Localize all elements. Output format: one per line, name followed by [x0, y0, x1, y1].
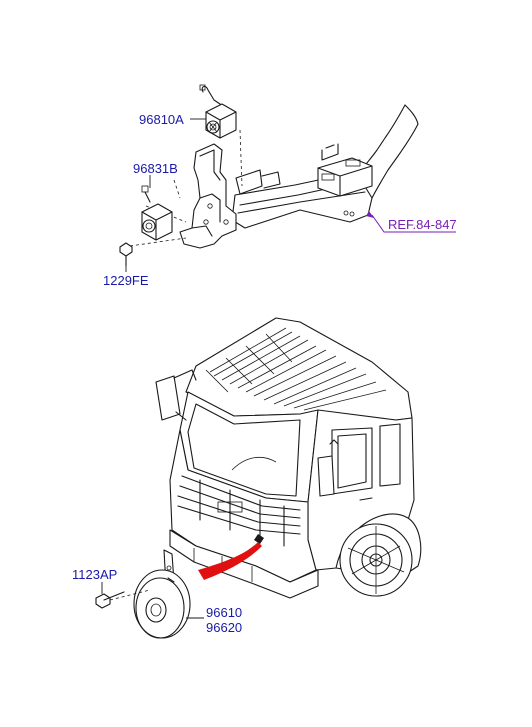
- guide-line-disc-bolt: [109, 589, 151, 601]
- label-1123AP: 1123AP: [72, 567, 117, 582]
- ref-arrowhead: [366, 211, 374, 218]
- module-box: [317, 143, 373, 197]
- disc-horn-icon: [133, 569, 191, 639]
- upper-horn-icon: [199, 84, 237, 139]
- truck-cab-illustration: [155, 317, 422, 599]
- roof-ribs: [205, 327, 387, 411]
- guide-line-lower: [173, 179, 181, 199]
- label-96620: 96620: [206, 620, 242, 635]
- truck-grille: [177, 475, 301, 547]
- lower-horn-icon: [141, 185, 173, 241]
- ref-leader: [371, 214, 456, 233]
- horn-bracket: [179, 143, 281, 249]
- label-1229FE: 1229FE: [103, 273, 149, 288]
- truck-wheel: [339, 523, 413, 597]
- label-96831B: 96831B: [133, 161, 178, 176]
- bolt-icon: [119, 242, 133, 267]
- red-locator-arrow: [198, 542, 262, 580]
- bolt-1123AP-icon: [95, 591, 125, 609]
- label-96810A: 96810A: [139, 112, 184, 127]
- horn-location-mark: [254, 534, 264, 544]
- label-ref-84-847[interactable]: REF.84-847: [388, 217, 457, 232]
- upper-horn-assembly: 96810A 96831B 1229FE REF.84-847: [103, 84, 457, 288]
- label-96610: 96610: [206, 605, 242, 620]
- disc-horn-assembly: 1123AP 96610 96620: [72, 549, 242, 639]
- guide-line-upper: [239, 129, 243, 187]
